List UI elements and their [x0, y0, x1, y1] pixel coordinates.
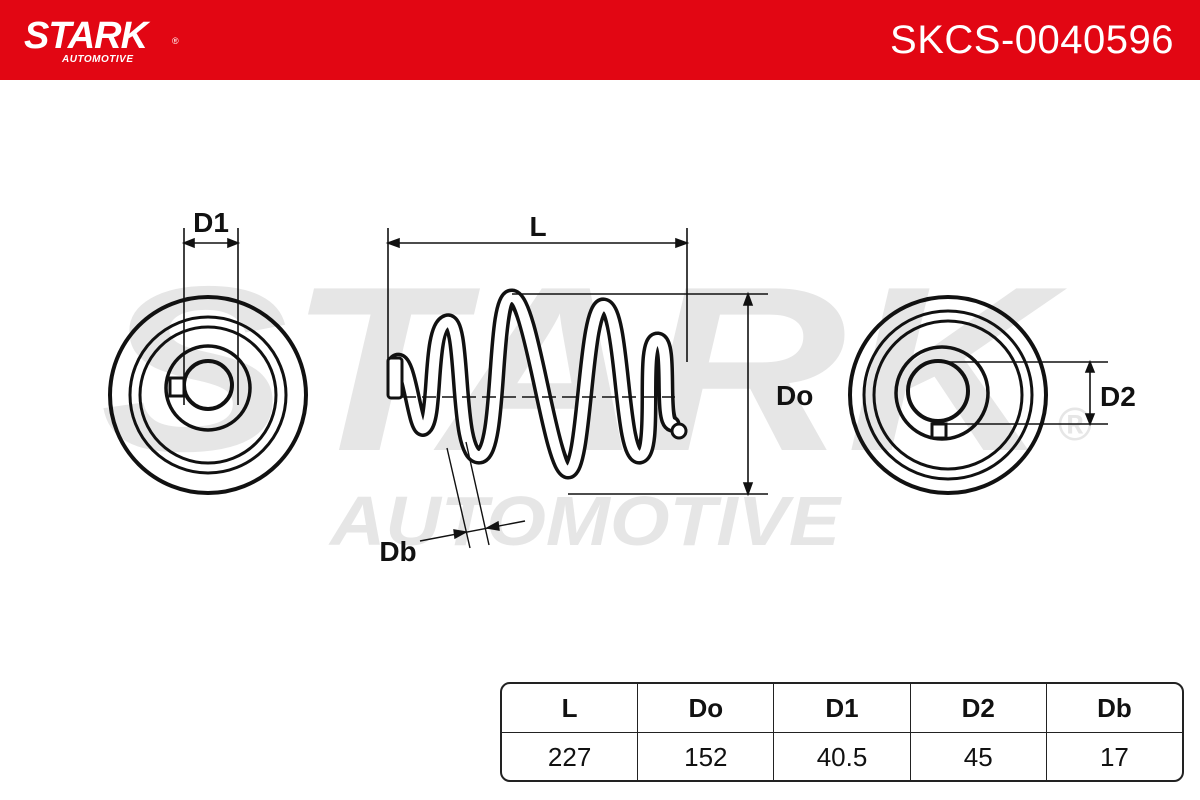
header-bar: STARK ® AUTOMOTIVE SKCS-0040596 — [0, 0, 1200, 80]
spring-side-view — [386, 288, 688, 480]
spec-header-d2: D2 — [911, 684, 1047, 732]
logo-registered-mark: ® — [172, 36, 179, 46]
spec-header-db: Db — [1097, 692, 1132, 723]
d2-dimension — [940, 359, 1108, 427]
spec-value-d1: 40.5 — [774, 733, 911, 780]
l-dimension — [385, 228, 690, 362]
right-outer-circle — [848, 295, 1048, 495]
do-label: Do — [776, 380, 813, 411]
d2-label: D2 — [1100, 381, 1136, 412]
stark-logo: STARK ® AUTOMOTIVE — [24, 14, 204, 70]
db-label: Db — [379, 536, 416, 567]
logo-subtitle: AUTOMOTIVE — [62, 54, 134, 65]
d1-dimension — [181, 228, 241, 405]
part-number: SKCS-0040596 — [890, 18, 1174, 62]
left-coil-ring-2 — [138, 325, 278, 465]
logo-brand-text: STARK — [24, 15, 148, 57]
spec-header-do: Do — [638, 684, 775, 732]
right-wire-end — [930, 422, 948, 440]
db-dimension — [419, 441, 526, 549]
spec-table-value-row: 227 152 40.5 45 17 — [502, 733, 1182, 780]
spec-value-db: 17 — [1099, 741, 1129, 772]
right-end-view — [848, 295, 1048, 495]
spec-value-d2: 45 — [911, 733, 1047, 780]
watermark-subtitle: AUTOMOTIVE — [328, 482, 843, 560]
left-coil-ring-3 — [164, 344, 252, 432]
right-coil-ring-1 — [862, 309, 1034, 481]
spec-header-l: L — [502, 684, 639, 732]
spec-value-l: 227 — [502, 733, 639, 780]
left-coil-ring-1 — [128, 315, 288, 475]
l-label: L — [529, 211, 546, 242]
right-coil-ring-2 — [872, 319, 1024, 471]
left-end-view — [108, 295, 308, 495]
d1-label: D1 — [193, 207, 229, 238]
spec-table: L Do D1 D2 Db 227 152 40.5 45 17 — [500, 682, 1184, 782]
right-inner-circle — [906, 359, 970, 423]
left-outer-circle — [108, 295, 308, 495]
spring-diagram: STARK AUTOMOTIVE ® D1 — [0, 80, 1200, 670]
spec-header-d1: D1 — [774, 684, 911, 732]
do-dimension — [512, 291, 768, 497]
spec-value-do: 152 — [638, 733, 775, 780]
spec-table-header-row: L Do D1 D2 Db — [502, 684, 1182, 733]
left-wire-end — [168, 376, 186, 398]
